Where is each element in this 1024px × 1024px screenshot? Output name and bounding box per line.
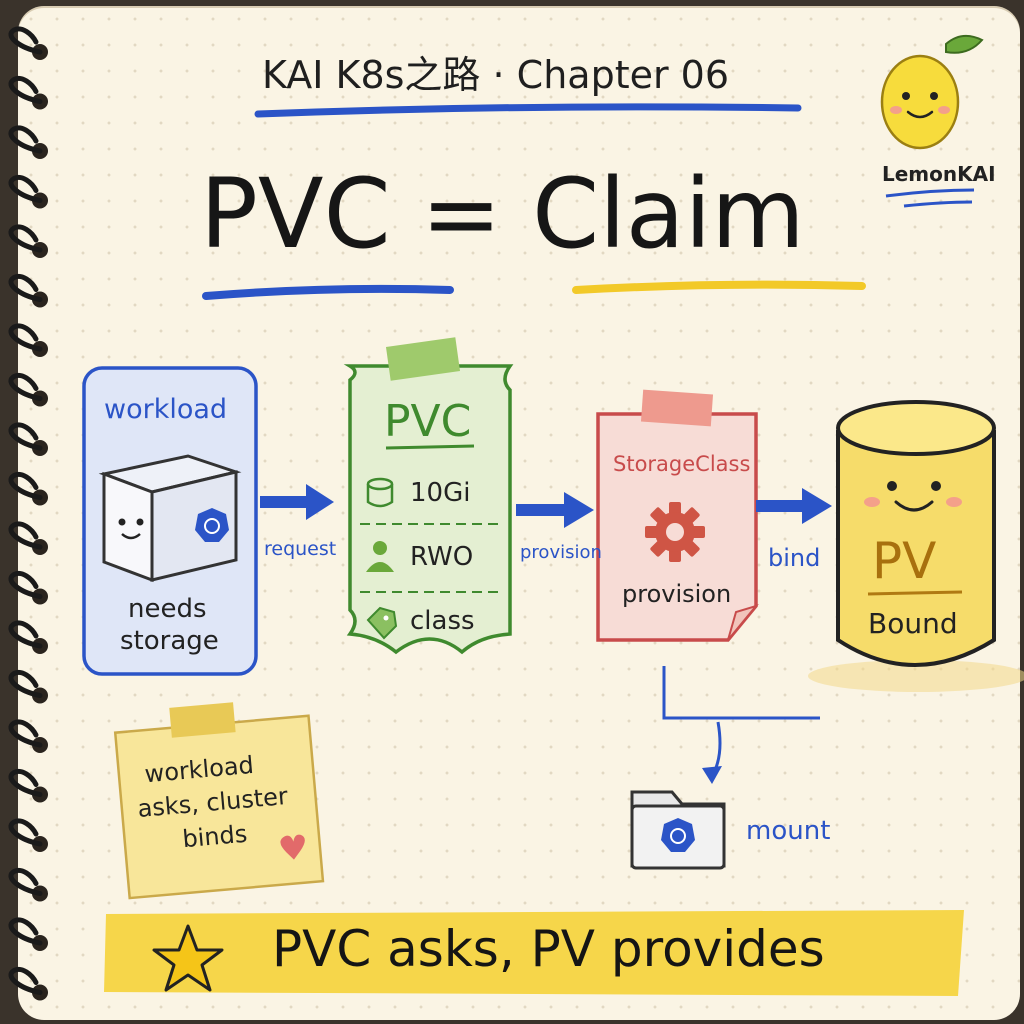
pvc-tape xyxy=(385,337,461,381)
storageclass-caption: provision xyxy=(622,580,732,608)
storageclass-tape xyxy=(640,389,714,427)
lemon-mascot-icon xyxy=(880,34,984,150)
chapter-underline xyxy=(254,103,802,118)
mount-connector-line xyxy=(662,666,820,720)
pv-title-underline xyxy=(867,590,963,596)
gear-icon xyxy=(645,502,705,562)
binding-ring xyxy=(8,719,48,753)
title-underline-yellow xyxy=(572,280,866,294)
pv-caption: Bound xyxy=(868,607,958,640)
binding-ring xyxy=(8,175,48,209)
chapter-label: KAI K8s之路 · Chapter 06 xyxy=(262,53,730,97)
note-line-1: workload xyxy=(143,750,255,789)
brand-underline-1 xyxy=(885,188,975,198)
binding-ring xyxy=(8,670,48,704)
binding-ring xyxy=(8,323,48,357)
workload-title: workload xyxy=(104,394,228,425)
pvc-size: 10Gi xyxy=(410,478,471,508)
request-arrow-head xyxy=(306,484,334,520)
binding-ring xyxy=(8,274,48,308)
bind-label: bind xyxy=(768,544,821,572)
pvc-title: PVC xyxy=(384,396,472,447)
binding-ring xyxy=(8,769,48,803)
binding-ring xyxy=(8,422,48,456)
title-underline-blue xyxy=(202,284,454,300)
storage-cylinder-icon xyxy=(366,477,394,508)
pvc-ticket-card xyxy=(343,364,514,655)
star-icon xyxy=(152,924,224,992)
pvc-title-underline xyxy=(385,444,475,450)
binding-ring xyxy=(8,224,48,258)
pvc-access-mode: RWO xyxy=(410,542,474,572)
mount-arrow-head xyxy=(702,766,722,784)
binding-ring xyxy=(8,967,48,1001)
pv-face-icon xyxy=(864,481,962,512)
note-line-3: binds xyxy=(181,819,249,854)
binding-ring xyxy=(8,521,48,555)
storageclass-folded-corner xyxy=(727,604,759,641)
binding-ring xyxy=(8,472,48,506)
pv-cylinder-body xyxy=(836,430,996,667)
workload-caption-1: needs xyxy=(128,594,207,624)
binding-ring xyxy=(8,373,48,407)
brand-underline-2 xyxy=(903,200,973,208)
sticky-note xyxy=(113,702,325,900)
binding-ring xyxy=(8,620,48,654)
storageclass-title: StorageClass xyxy=(613,452,751,476)
pvc-class: class xyxy=(410,606,475,636)
provision-arrow-label: provision xyxy=(520,542,602,563)
sticky-note-text-area: workload asks, cluster binds xyxy=(115,718,323,900)
folder-icon xyxy=(630,790,726,870)
request-label: request xyxy=(264,538,337,560)
binding-ring xyxy=(8,917,48,951)
workload-caption-2: storage xyxy=(120,626,219,656)
pv-cylinder-top xyxy=(836,400,996,456)
pv-shadow xyxy=(808,660,1024,692)
pv-title: PV xyxy=(872,532,937,590)
heart-icon xyxy=(280,834,305,860)
binding-ring xyxy=(8,26,48,60)
mount-label: mount xyxy=(746,816,831,846)
binding-ring xyxy=(8,571,48,605)
footer-text: PVC asks, PV provides xyxy=(272,920,825,978)
provision-arrow-head xyxy=(564,492,594,528)
footer-banner xyxy=(104,910,964,996)
tag-icon xyxy=(366,606,398,640)
binding-ring xyxy=(8,818,48,852)
binding-ring xyxy=(8,868,48,902)
brand-name: LemonKAI xyxy=(882,162,996,186)
binding-ring xyxy=(8,125,48,159)
page-title: PVC = Claim xyxy=(200,158,805,270)
note-line-2: asks, cluster xyxy=(136,782,289,824)
workload-box-icon xyxy=(98,454,242,583)
user-icon xyxy=(366,541,394,572)
bind-arrow-head xyxy=(802,488,832,524)
binding-ring xyxy=(8,76,48,110)
